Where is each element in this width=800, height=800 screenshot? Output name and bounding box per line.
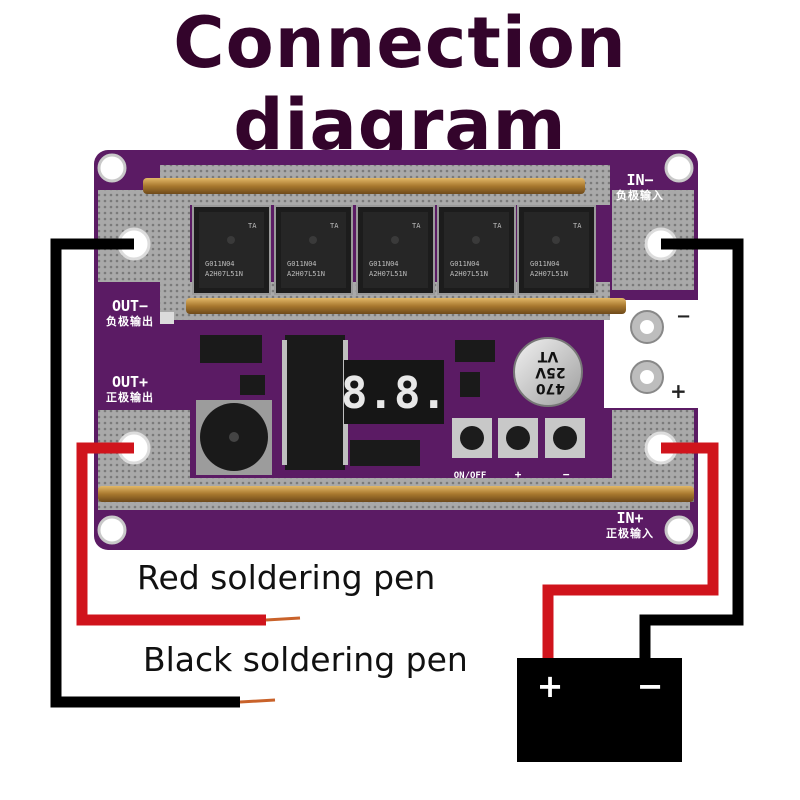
svg-text:G011N04: G011N04 [287, 260, 317, 268]
svg-text:−: − [563, 468, 570, 481]
svg-text:A2H07L51N: A2H07L51N [369, 270, 407, 278]
seven-segment-display: 8.8. [341, 360, 447, 424]
battery-plus-label: + [537, 667, 564, 705]
mosfet-5: G011N04 A2H07L51N TA [517, 205, 596, 295]
page-title: Connection diagram [173, 2, 627, 166]
mosfet-row: G011N04 A2H07L51N TA G011N04 A2H07L51N T… [192, 205, 596, 295]
in-minus-label: IN− 负极输入 [616, 171, 664, 202]
svg-text:A2H07L51N: A2H07L51N [205, 270, 243, 278]
svg-text:470 25V VT: 470 25V VT [530, 348, 565, 396]
switch-on-off-label: ON/OFF [454, 471, 487, 481]
battery-minus-label: − [637, 667, 664, 705]
svg-text:TA: TA [412, 222, 421, 230]
svg-text:A2H07L51N: A2H07L51N [530, 270, 568, 278]
svg-text:TA: TA [493, 222, 502, 230]
push-buttons: ON/OFF + − [452, 418, 585, 481]
svg-text:TA: TA [573, 222, 582, 230]
wires [50, 238, 744, 708]
svg-text:TA: TA [248, 222, 257, 230]
buzzer [196, 400, 272, 475]
battery: + − [517, 658, 682, 762]
mosfet-4: G011N04 A2H07L51N TA [437, 205, 516, 295]
mosfet-2: G011N04 A2H07L51N TA [274, 205, 353, 295]
capacitor: 470 25V VT [513, 337, 583, 407]
red-pen-tip [265, 616, 301, 622]
capacitor-value: 470 [536, 380, 565, 396]
svg-text:A2H07L51N: A2H07L51N [287, 270, 325, 278]
black-pen-wire [50, 238, 240, 708]
red-pen-label: Red soldering pen [137, 558, 436, 597]
battery-plus-wire [542, 442, 719, 662]
black-pen-label: Black soldering pen [143, 640, 468, 679]
svg-text:G011N04: G011N04 [450, 260, 480, 268]
battery-minus-wire [639, 238, 744, 662]
copper-bars [98, 178, 694, 502]
black-pen-tip [239, 698, 276, 704]
svg-text:TA: TA [330, 222, 339, 230]
power-terminals: − + [630, 306, 691, 403]
svg-text:+: + [670, 379, 687, 403]
mosfet-3: G011N04 A2H07L51N TA [356, 205, 435, 295]
out-minus-label: OUT− 负极输出 [106, 297, 154, 328]
red-pen-wire [76, 442, 266, 626]
mosfet-1: G011N04 A2H07L51N TA [192, 205, 271, 295]
mosfet-marking: G011N04 [205, 260, 235, 268]
svg-text:+: + [515, 468, 522, 481]
display-digits: 8.8. [341, 368, 447, 419]
in-plus-label: IN+ 正极输入 [606, 509, 654, 540]
svg-text:A2H07L51N: A2H07L51N [450, 270, 488, 278]
svg-text:−: − [676, 306, 691, 327]
svg-text:G011N04: G011N04 [369, 260, 399, 268]
out-plus-label: OUT+ 正极输出 [106, 373, 154, 404]
svg-text:G011N04: G011N04 [530, 260, 560, 268]
